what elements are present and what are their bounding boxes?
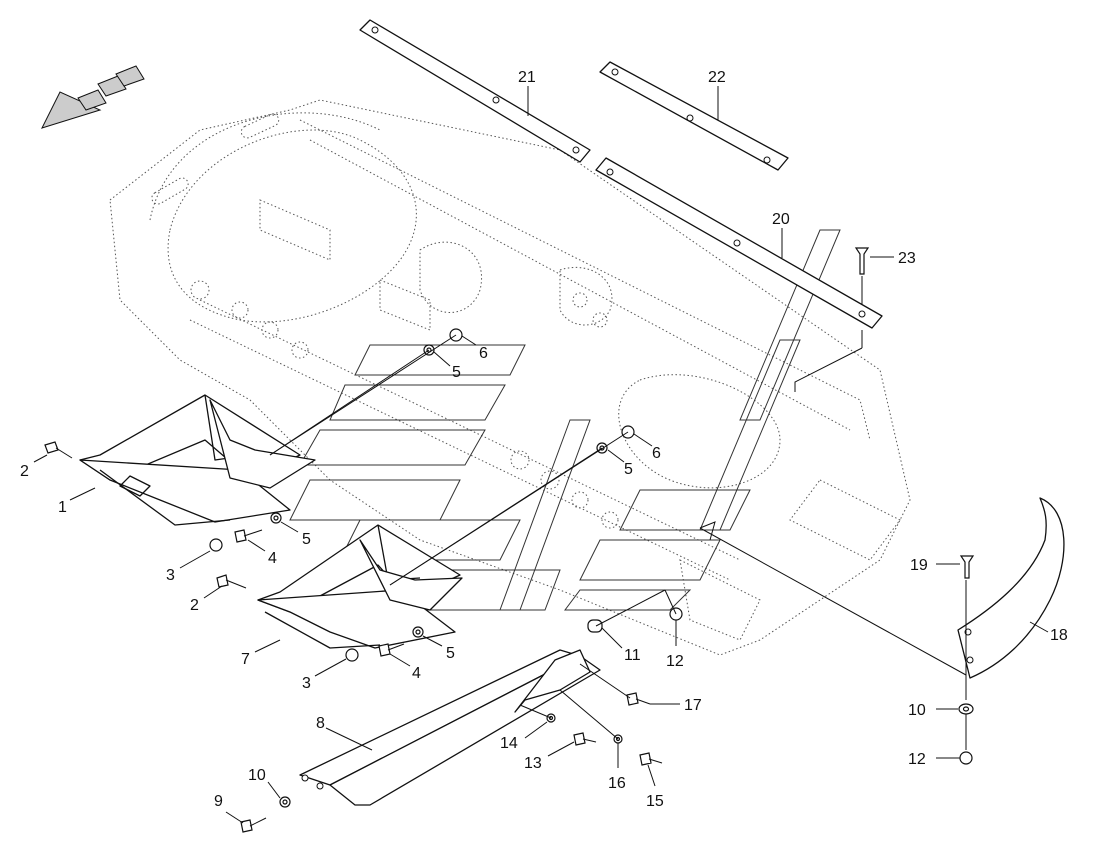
callout-10: 10 [248, 767, 266, 784]
callout-1: 1 [58, 499, 67, 516]
callout-3: 3 [166, 567, 175, 584]
callout-21: 21 [518, 69, 536, 86]
strap-part-21 [359, 19, 591, 163]
bracket-part-18 [957, 497, 1065, 679]
callout-labels: 21 22 20 23 6 5 6 5 2 1 5 4 3 2 7 5 4 3 … [20, 69, 1068, 810]
hardware-fasteners [44, 328, 975, 833]
callout-17: 17 [684, 697, 702, 714]
callout-9: 9 [214, 793, 223, 810]
callout-6: 6 [652, 445, 661, 462]
callout-4: 4 [268, 550, 277, 567]
callout-20: 20 [772, 211, 790, 228]
channel-part-8 [299, 649, 601, 806]
callout-18: 18 [1050, 627, 1068, 644]
callout-23: 23 [898, 250, 916, 267]
callout-3: 3 [302, 675, 311, 692]
assembly-leader-lines [269, 330, 967, 750]
callout-pointer-lines [33, 86, 1049, 824]
chassis-frame-outline [109, 99, 911, 656]
callout-19: 19 [910, 557, 928, 574]
callout-7: 7 [241, 651, 250, 668]
callout-12: 12 [908, 751, 926, 768]
callout-11: 11 [624, 647, 641, 664]
bolt-part-23 [854, 247, 870, 305]
callout-5: 5 [446, 645, 455, 662]
callout-8: 8 [316, 715, 325, 732]
callout-16: 16 [608, 775, 626, 792]
skid-plate-part-7 [257, 524, 463, 649]
callout-15: 15 [646, 793, 664, 810]
watermark-logo [289, 229, 841, 611]
callout-2: 2 [190, 597, 199, 614]
callout-6: 6 [479, 345, 488, 362]
skid-plate-part-1 [79, 394, 316, 526]
callout-5: 5 [624, 461, 633, 478]
callout-4: 4 [412, 665, 421, 682]
bar-part-20 [595, 157, 883, 329]
callout-5: 5 [452, 364, 461, 381]
strap-part-22 [599, 61, 789, 171]
callout-14: 14 [500, 735, 518, 752]
direction-arrow-icon [41, 65, 145, 129]
callout-13: 13 [524, 755, 542, 772]
callout-22: 22 [708, 69, 726, 86]
callout-10: 10 [908, 702, 926, 719]
callout-2: 2 [20, 463, 29, 480]
callout-12: 12 [666, 653, 684, 670]
callout-5: 5 [302, 531, 311, 548]
